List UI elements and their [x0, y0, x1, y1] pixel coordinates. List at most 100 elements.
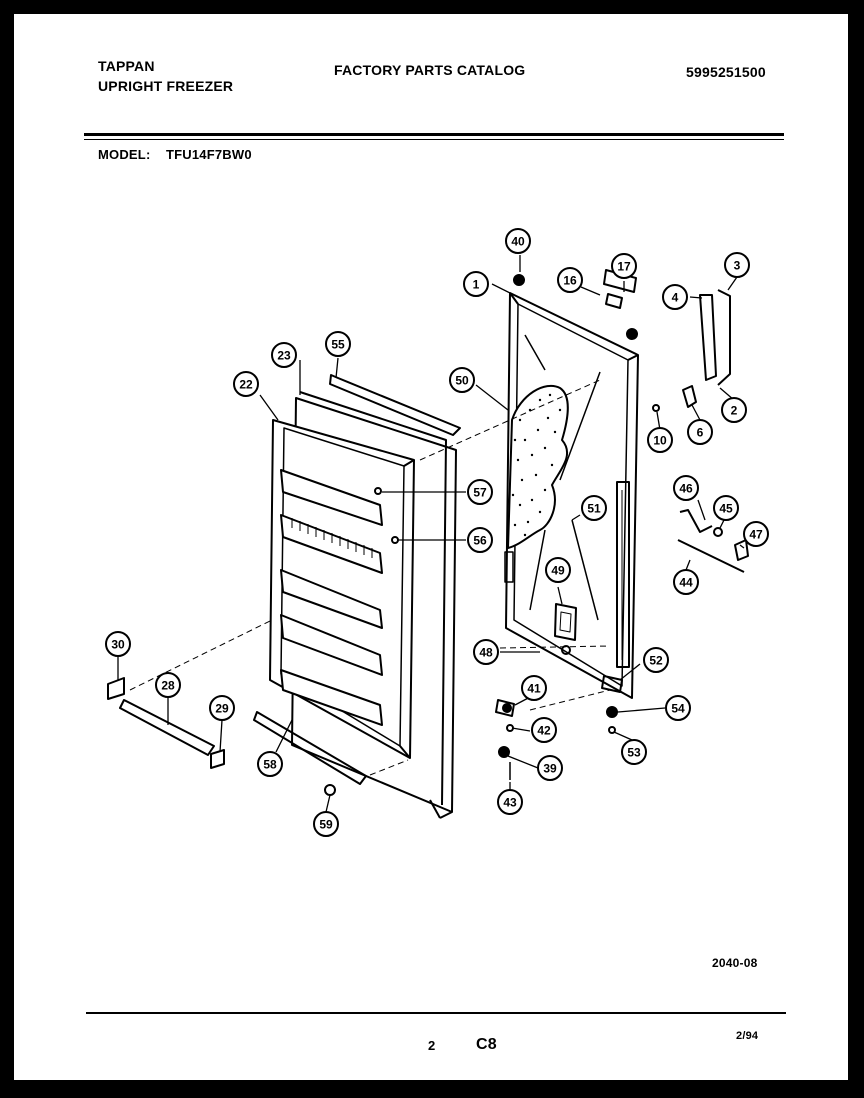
- callout-circle: [467, 479, 493, 505]
- callout-label: 41: [527, 682, 541, 696]
- callout-53: 53: [621, 739, 647, 765]
- callout-48: 48: [473, 639, 499, 665]
- callout-label: 10: [653, 434, 667, 448]
- callout-circle: [662, 284, 688, 310]
- callout-circle: [537, 755, 563, 781]
- callout-41: 41: [521, 675, 547, 701]
- callout-label: 42: [537, 724, 551, 738]
- callout-circle: [105, 631, 131, 657]
- callout-2: 2: [721, 397, 747, 423]
- callout-23: 23: [271, 342, 297, 368]
- callout-label: 40: [511, 235, 525, 249]
- header-rule-thick: [84, 133, 784, 136]
- model-number: TFU14F7BW0: [166, 147, 252, 162]
- callout-50: 50: [449, 367, 475, 393]
- callout-label: 52: [649, 654, 663, 668]
- callout-label: 22: [239, 378, 253, 392]
- callout-circle: [473, 639, 499, 665]
- callout-circle: [325, 331, 351, 357]
- callout-circle: [497, 789, 523, 815]
- callout-label: 59: [319, 818, 333, 832]
- catalog-sheet: TAPPAN UPRIGHT FREEZER FACTORY PARTS CAT…: [14, 14, 848, 1080]
- catalog-title: FACTORY PARTS CATALOG: [334, 62, 526, 78]
- callout-45: 45: [713, 495, 739, 521]
- callout-label: 29: [215, 702, 229, 716]
- callout-circle: [724, 252, 750, 278]
- callout-label: 57: [473, 486, 487, 500]
- callout-label: 43: [503, 796, 517, 810]
- callout-label: 48: [479, 646, 493, 660]
- callout-circle: [531, 717, 557, 743]
- trim-strip-28: [119, 699, 215, 756]
- callout-circle: [521, 675, 547, 701]
- brand-name: TAPPAN: [98, 58, 155, 74]
- callout-circle: [257, 751, 283, 777]
- callout-label: 45: [719, 502, 733, 516]
- callout-17: 17: [611, 253, 637, 279]
- callout-30: 30: [105, 631, 131, 657]
- callout-label: 54: [671, 702, 685, 716]
- callout-28: 28: [155, 672, 181, 698]
- callout-circle: [621, 739, 647, 765]
- callout-label: 55: [331, 338, 345, 352]
- callout-49: 49: [545, 557, 571, 583]
- callout-43: 43: [497, 789, 523, 815]
- callout-label: 49: [551, 564, 565, 578]
- callout-circle: [713, 495, 739, 521]
- callout-22: 22: [233, 371, 259, 397]
- callout-label: 16: [563, 274, 577, 288]
- callout-4: 4: [662, 284, 688, 310]
- callout-16: 16: [557, 267, 583, 293]
- callout-label: 6: [697, 426, 704, 440]
- callout-40: 40: [505, 228, 531, 254]
- catalog-number: 5995251500: [686, 64, 766, 80]
- callout-circle: [467, 527, 493, 553]
- callout-55: 55: [325, 331, 351, 357]
- callout-42: 42: [531, 717, 557, 743]
- callout-57: 57: [467, 479, 493, 505]
- door-liner: [269, 419, 415, 759]
- product-name: UPRIGHT FREEZER: [98, 78, 234, 94]
- callout-52: 52: [643, 647, 669, 673]
- door-handle: [682, 289, 731, 408]
- callout-circle: [271, 342, 297, 368]
- header-rule-thin: [84, 139, 784, 140]
- callout-3: 3: [724, 252, 750, 278]
- callout-circle: [557, 267, 583, 293]
- callout-circle: [673, 475, 699, 501]
- callout-group: 1234610161722232829303940414243444546474…: [105, 228, 769, 837]
- callout-circle: [687, 419, 713, 445]
- callout-54: 54: [665, 695, 691, 721]
- callout-circle: [647, 427, 673, 453]
- callout-label: 39: [543, 762, 557, 776]
- callout-label: 4: [672, 291, 679, 305]
- callout-label: 56: [473, 534, 487, 548]
- callout-label: 50: [455, 374, 469, 388]
- callout-circle: [581, 495, 607, 521]
- callout-44: 44: [673, 569, 699, 595]
- callout-label: 58: [263, 758, 277, 772]
- callout-circle: [721, 397, 747, 423]
- callout-10: 10: [647, 427, 673, 453]
- model-label: MODEL:: [98, 147, 151, 162]
- callout-circle: [665, 695, 691, 721]
- callout-circle: [209, 695, 235, 721]
- trim-strip-58: [253, 711, 367, 785]
- callout-1: 1: [463, 271, 489, 297]
- callout-circle: [313, 811, 339, 837]
- page-number: 2: [428, 1038, 436, 1053]
- lock-assembly: [677, 509, 749, 573]
- callout-59: 59: [313, 811, 339, 837]
- callout-label: 51: [587, 502, 601, 516]
- callout-circle: [673, 569, 699, 595]
- foam-insulation: [507, 384, 569, 549]
- callout-label: 53: [627, 746, 641, 760]
- callout-label: 2: [731, 404, 738, 418]
- callout-circle: [545, 557, 571, 583]
- callout-circle: [505, 228, 531, 254]
- callout-label: 30: [111, 638, 125, 652]
- callout-label: 3: [734, 259, 741, 273]
- exploded-parts-diagram: 1234610161722232829303940414243444546474…: [105, 228, 769, 837]
- callout-circle: [743, 521, 769, 547]
- callout-label: 46: [679, 482, 693, 496]
